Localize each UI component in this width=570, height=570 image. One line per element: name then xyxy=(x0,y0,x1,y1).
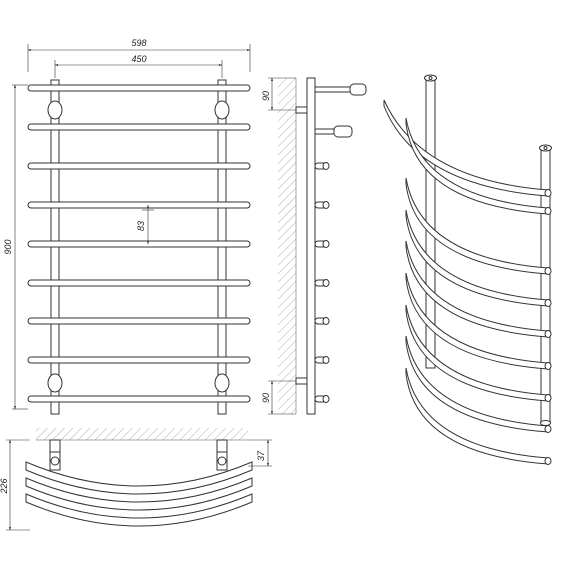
front-rail-7 xyxy=(27,317,251,325)
iso-rail-end-3 xyxy=(544,267,552,275)
front-view: 598 450 900 83 xyxy=(3,38,251,415)
front-rail-9 xyxy=(27,395,251,403)
dimension-overall-height: 900 xyxy=(3,84,28,410)
dimension-depth-label: 226 xyxy=(0,478,9,494)
dimension-overall-width-label: 598 xyxy=(131,38,146,48)
dimension-bottom-offset: 90 xyxy=(261,380,296,415)
mount-right xyxy=(216,439,228,453)
valve-top xyxy=(349,83,367,96)
dimension-wall-clearance: 37 xyxy=(248,439,272,467)
dimension-top-offset: 90 xyxy=(261,77,296,111)
iso-rail-end-1 xyxy=(544,189,552,197)
side-rail-end-4 xyxy=(322,201,330,209)
top-rail-1 xyxy=(25,461,253,495)
side-rail-end-5 xyxy=(322,240,330,248)
side-mount-top xyxy=(295,106,308,114)
bracket-top-left xyxy=(47,100,63,120)
front-rails xyxy=(27,84,251,403)
front-rail-5 xyxy=(27,240,251,248)
side-rails xyxy=(314,162,330,403)
top-rail-2 xyxy=(25,477,253,511)
iso-rail-end-4 xyxy=(544,299,552,307)
dimension-rail-pitch-label: 83 xyxy=(136,221,146,231)
valve-stem-top xyxy=(314,86,354,93)
side-rail-end-8 xyxy=(322,356,330,364)
dimension-rail-pitch: 83 xyxy=(136,204,154,245)
iso-rail-end-9 xyxy=(544,457,552,465)
side-rail-end-3 xyxy=(322,162,330,170)
iso-rails xyxy=(383,99,552,465)
front-rail-3 xyxy=(27,162,251,170)
front-rail-8 xyxy=(27,356,251,364)
top-view: 226 37 xyxy=(0,428,272,531)
valve-mid xyxy=(333,125,353,138)
bracket-bottom-left xyxy=(47,373,63,393)
dimension-wall-clearance-label: 37 xyxy=(256,450,266,461)
bracket-bottom-right xyxy=(214,373,230,393)
front-rail-2 xyxy=(27,123,251,131)
front-rail-4 xyxy=(27,201,251,209)
side-rail-end-9 xyxy=(322,395,330,403)
side-rail-end-7 xyxy=(322,317,330,325)
front-rail-1 xyxy=(27,84,251,92)
bracket-top-right xyxy=(214,100,230,120)
iso-rail-end-5 xyxy=(544,330,552,338)
wall-section-side xyxy=(278,78,296,414)
dimension-bottom-offset-label: 90 xyxy=(261,393,271,403)
iso-rail-end-6 xyxy=(544,362,552,370)
front-rail-6 xyxy=(27,279,251,287)
side-post xyxy=(306,77,316,415)
iso-rail-end-7 xyxy=(544,394,552,402)
dimension-overall-height-label: 900 xyxy=(3,239,13,254)
wall-section-top xyxy=(36,428,248,440)
dimension-depth: 226 xyxy=(0,439,30,531)
iso-rail-end-2 xyxy=(544,207,552,215)
iso-rail-end-8 xyxy=(544,425,552,433)
side-mount-bottom xyxy=(295,377,308,385)
iso-rail-1 xyxy=(383,99,549,197)
isometric-view xyxy=(383,74,552,465)
dimension-post-spacing-label: 450 xyxy=(131,54,146,64)
side-view: 90 90 xyxy=(261,77,367,415)
top-rail-3 xyxy=(25,493,253,527)
mount-left xyxy=(49,439,61,453)
dimension-post-spacing: 450 xyxy=(54,54,223,78)
dimension-overall-width: 598 xyxy=(27,38,251,72)
side-rail-end-6 xyxy=(322,279,330,287)
dimension-top-offset-label: 90 xyxy=(261,91,271,101)
